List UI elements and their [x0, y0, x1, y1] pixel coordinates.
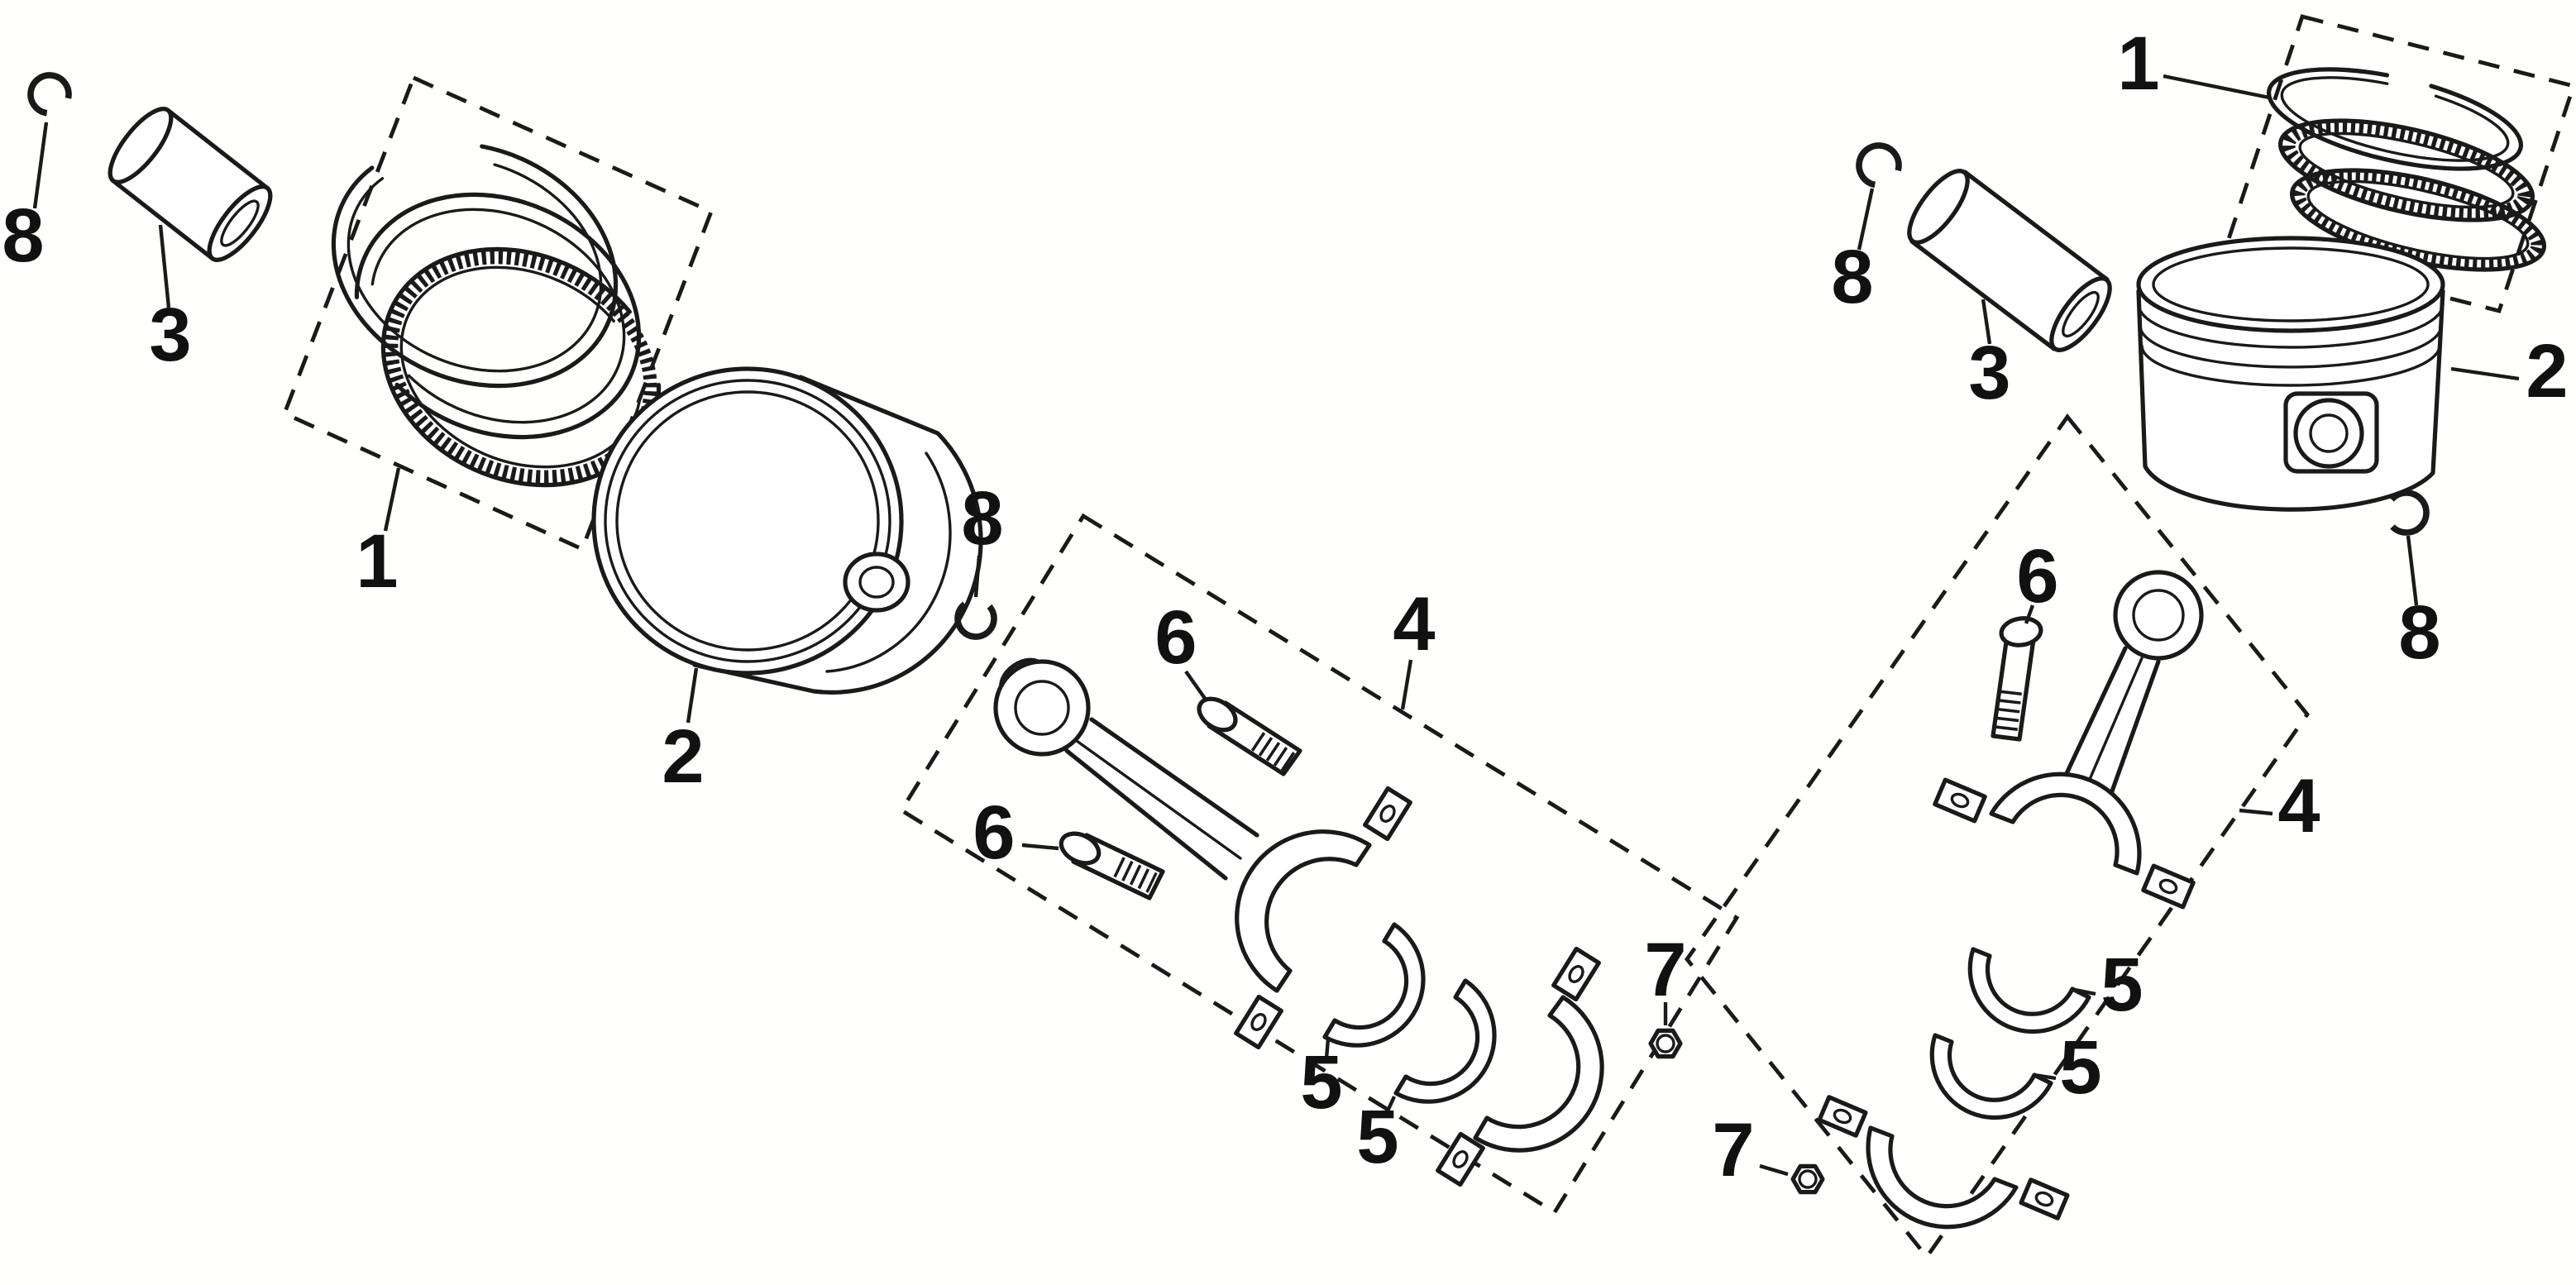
rod-bearing-right-b — [1929, 1033, 2053, 1120]
rod-nut-right — [1790, 1163, 1825, 1195]
callout-label-connecting-rod-left: 4 — [1393, 582, 1435, 666]
callout-leader-piston-left — [686, 667, 699, 724]
callout-label-piston-left: 2 — [662, 714, 704, 799]
ring-set-dashed-box-right — [2225, 14, 2576, 313]
callout-label-rod-bearing-right-a: 5 — [2100, 943, 2143, 1027]
rod-bolt-left-b — [1059, 831, 1165, 900]
callout-label-rod-nut-right: 7 — [1712, 1108, 1754, 1192]
callout-leader-rod-bearing-right-b — [2034, 1072, 2057, 1081]
callout-label-rod-bearing-left-a: 5 — [1300, 1040, 1342, 1125]
callout-label-piston-pin-clip-right-a: 8 — [1831, 235, 1873, 319]
piston-left — [591, 366, 983, 695]
piston-pin-clip-right-b — [2383, 490, 2430, 536]
callout-leader-piston-pin-clip-left-a — [32, 122, 49, 209]
callout-leader-connecting-rod-left — [1400, 659, 1413, 710]
callout-leader-piston-pin-left — [158, 224, 171, 308]
callout-leader-piston-pin-clip-right-b — [2406, 535, 2419, 606]
callout-label-connecting-rod-right: 4 — [2277, 764, 2320, 848]
callout-leader-rod-nut-right — [1759, 1163, 1789, 1177]
bearing-cap-right — [1817, 1095, 2070, 1230]
piston-right — [2136, 236, 2445, 512]
rod-bearing-left-b — [1393, 978, 1497, 1104]
connecting-rod-dashed-box-right — [1684, 413, 2311, 1260]
callout-label-piston-ring-set-left: 1 — [356, 519, 398, 604]
rod-bearing-left-a — [1322, 922, 1426, 1048]
connecting-rod-left — [993, 657, 1412, 1050]
callout-label-rod-nut-left: 7 — [1644, 928, 1686, 1012]
rod-bearing-right-a — [1967, 947, 2091, 1034]
callout-label-piston-pin-right: 3 — [1968, 331, 2010, 415]
piston-pin-left — [108, 107, 273, 262]
callout-leader-rod-bolt-right — [2024, 604, 2035, 624]
callout-label-piston-ring-set-right: 1 — [2117, 21, 2159, 106]
callout-leader-piston-pin-right — [1981, 299, 1992, 345]
connecting-rod-dashed-box-left — [898, 513, 1740, 1216]
callout-label-piston-right: 2 — [2526, 329, 2568, 413]
callout-label-piston-pin-left: 3 — [149, 293, 191, 377]
callout-label-rod-bearing-left-b: 5 — [1356, 1095, 1398, 1179]
piston-pin-clip-left-a — [27, 72, 72, 117]
rod-bolt-left-a — [1197, 696, 1302, 776]
piston-pin-clip-right-a — [1856, 142, 1902, 189]
callout-label-rod-bolt-right: 6 — [2016, 534, 2058, 619]
callout-leader-rod-bolt-left-a — [1184, 670, 1207, 701]
callout-label-rod-bolt-left-a: 6 — [1154, 595, 1197, 680]
callout-leader-piston-pin-clip-right-a — [1857, 188, 1875, 251]
callout-label-rod-bearing-right-b: 5 — [2059, 1025, 2101, 1110]
rod-bolt-right — [1991, 616, 2043, 742]
callout-label-piston-pin-clip-left-a: 8 — [2, 193, 44, 278]
callout-leader-piston-right — [2450, 366, 2520, 381]
callout-label-piston-pin-clip-right-b: 8 — [2398, 590, 2440, 675]
callout-leader-piston-ring-set-right — [2163, 74, 2270, 100]
piston-pin-right — [1907, 169, 2112, 352]
callout-leader-rod-bearing-right-a — [2070, 986, 2096, 996]
callout-label-piston-pin-clip-left-b: 8 — [961, 476, 1003, 561]
callout-leader-connecting-rod-right — [2239, 808, 2273, 816]
rod-nut-left — [1648, 1028, 1683, 1059]
callout-label-rod-bolt-left-b: 6 — [973, 791, 1015, 875]
callout-leader-rod-bearing-left-b — [1384, 1096, 1397, 1115]
connecting-rod-right — [1933, 570, 2204, 910]
callout-leader-rod-bolt-left-b — [1021, 843, 1059, 851]
piston-pin-clip-left-b — [954, 597, 997, 640]
ring-set-dashed-box-left — [281, 74, 714, 552]
callout-leader-piston-pin-clip-left-b — [973, 555, 982, 598]
bearing-cap-left — [1436, 946, 1604, 1187]
callout-leader-piston-ring-set-left — [383, 467, 401, 532]
callout-leader-rod-bearing-left-a — [1324, 1038, 1331, 1059]
